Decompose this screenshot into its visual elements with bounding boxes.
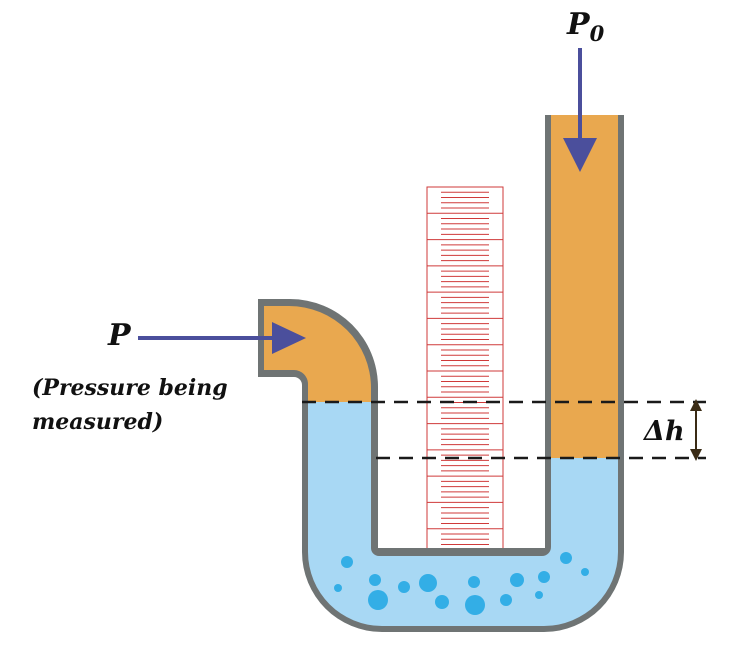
bubble — [468, 576, 480, 588]
bubble — [368, 590, 388, 610]
label-p0-subscript: 0 — [590, 21, 605, 46]
bubble — [500, 594, 512, 606]
label-delta-h: Δh — [642, 416, 685, 447]
gas-measured-side — [264, 306, 371, 402]
gas-atmospheric-side — [551, 115, 618, 458]
label-p: P — [107, 318, 132, 353]
bubbles — [334, 552, 589, 615]
pressure-note-line1: (Pressure being — [32, 375, 228, 401]
bubble — [510, 573, 524, 587]
bubble — [581, 568, 589, 576]
bubble — [435, 595, 449, 609]
bubble — [341, 556, 353, 568]
bubble — [334, 584, 342, 592]
bubble — [560, 552, 572, 564]
measurement-scale — [426, 186, 504, 556]
p-arrow — [138, 322, 306, 354]
p0-arrow — [563, 48, 597, 172]
manometer-liquid — [308, 402, 618, 626]
bubble — [398, 581, 410, 593]
pressure-note-line2: measured) — [32, 409, 163, 435]
label-p0: P0 — [566, 7, 605, 46]
bubble — [535, 591, 543, 599]
bubble — [538, 571, 550, 583]
bubble — [419, 574, 437, 592]
bubble — [369, 574, 381, 586]
bubble — [465, 595, 485, 615]
